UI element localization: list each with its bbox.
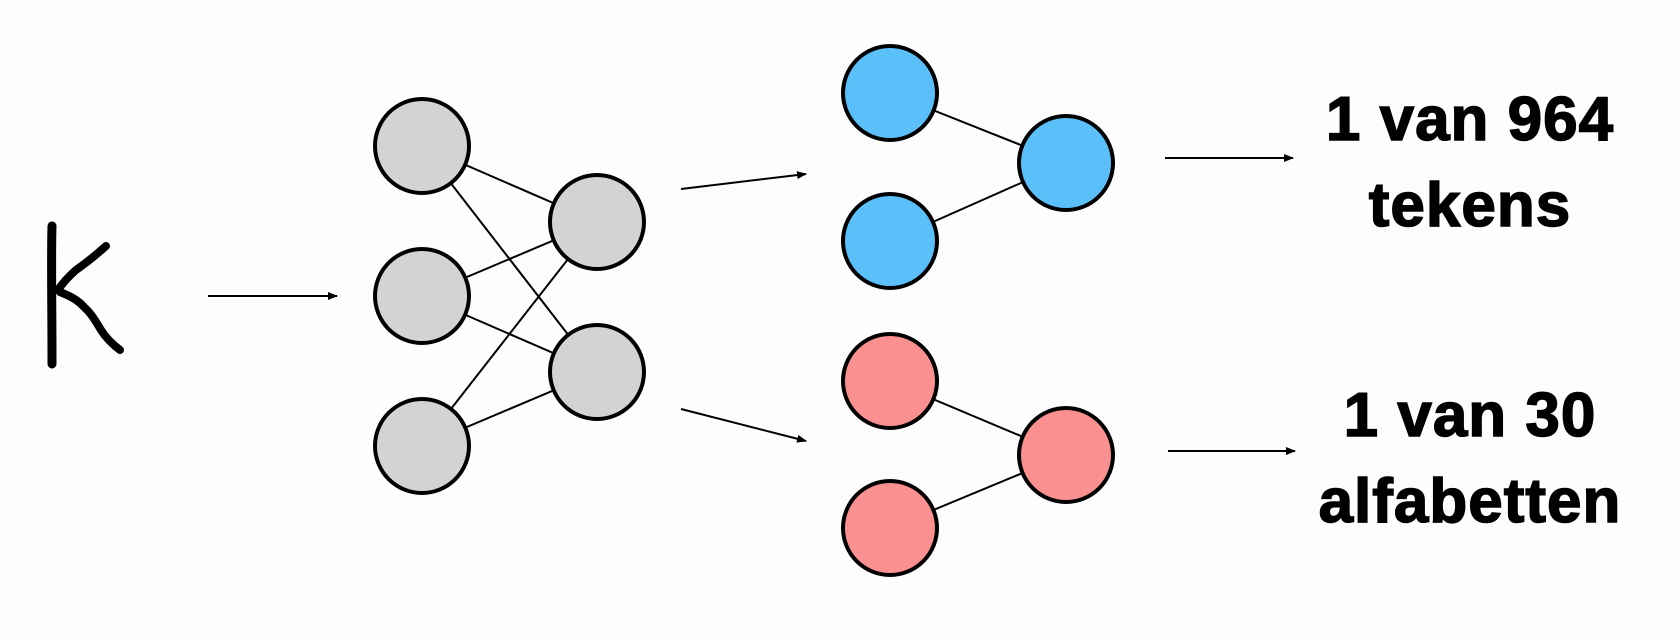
bottom-head-output-node — [1017, 406, 1115, 504]
arrow-to-top-head — [680, 171, 807, 190]
shared-input-node-1 — [373, 97, 471, 195]
top-head-node-2 — [841, 192, 939, 290]
top-head-node-1 — [841, 44, 939, 142]
top-head-nodes — [841, 44, 1115, 290]
bottom-head-node-1 — [841, 332, 939, 430]
shared-hidden-node-1 — [548, 173, 646, 271]
shared-input-node-2 — [373, 247, 471, 345]
bottom-output-label: 1 van 30 alfabetten — [1290, 373, 1650, 545]
arrow-to-bottom-head — [680, 408, 807, 443]
top-output-line-1: 1 van 964 — [1325, 84, 1615, 155]
top-output-label: 1 van 964 tekens — [1290, 77, 1650, 249]
shared-hidden-node-2 — [548, 323, 646, 421]
input-character-icon — [47, 221, 124, 369]
shared-input-node-3 — [373, 397, 471, 495]
shared-network-nodes — [373, 97, 646, 495]
bottom-output-line-1: 1 van 30 — [1343, 380, 1597, 451]
top-output-line-2: tekens — [1368, 170, 1572, 241]
bottom-output-line-2: alfabetten — [1318, 466, 1622, 537]
bottom-head-node-2 — [841, 479, 939, 577]
top-head-output-node — [1017, 114, 1115, 212]
bottom-head-nodes — [841, 332, 1115, 577]
